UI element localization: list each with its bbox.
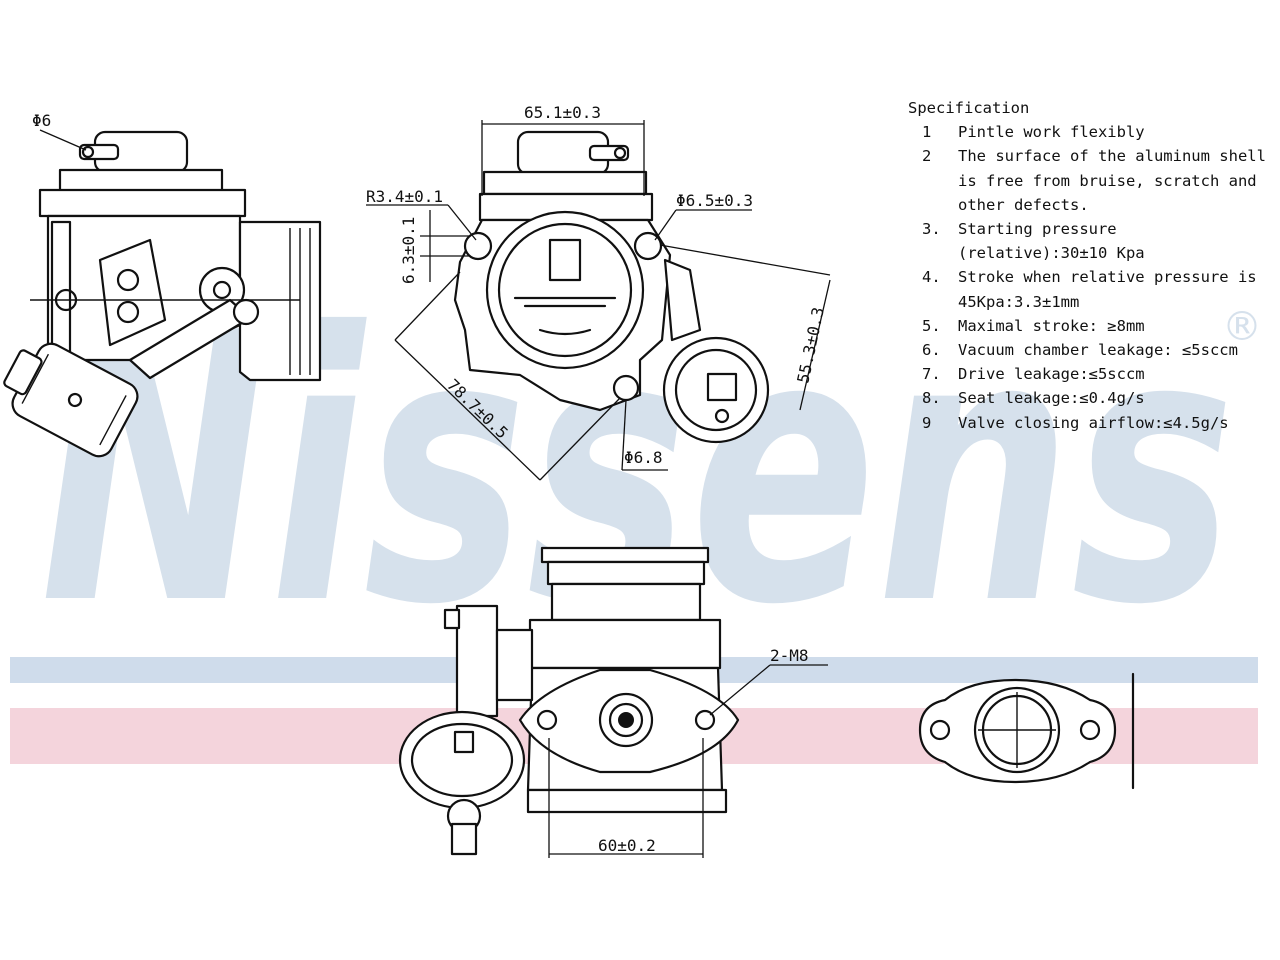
- spec-item: 6.Vacuum chamber leakage: ≤5sccm: [922, 341, 1238, 360]
- dim-m8: 2-M8: [770, 646, 809, 665]
- spec-item: 3.Starting pressure (relative):30±10 Kpa: [922, 220, 1145, 263]
- dim-63: 6.3±0.1: [399, 217, 418, 284]
- dim-r34: R3.4±0.1: [366, 187, 443, 206]
- dim-phi68: Φ6.8: [624, 448, 663, 467]
- spec-item: 8.Seat leakage:≤0.4g/s: [922, 389, 1145, 408]
- spec-item: 7.Drive leakage:≤5sccm: [922, 365, 1145, 384]
- egr-valve-side-view: Φ6: [3, 111, 322, 458]
- spec-item: 5.Maximal stroke: ≥8mm: [922, 316, 1145, 335]
- dim-60: 60±0.2: [598, 836, 656, 855]
- spec-item: 4.Stroke when relative pressure is 45Kpa…: [922, 268, 1257, 311]
- dim-phi6: Φ6: [32, 111, 51, 130]
- flange-gasket-view: [918, 672, 1135, 790]
- dim-phi65: Φ6.5±0.3: [676, 191, 753, 210]
- specification-title: Specification: [908, 99, 1030, 117]
- egr-valve-bottom-view: 2-M8 60±0.2: [398, 546, 828, 858]
- registered-mark: ®: [1222, 304, 1262, 350]
- dim-width-651: 65.1±0.3: [524, 103, 601, 122]
